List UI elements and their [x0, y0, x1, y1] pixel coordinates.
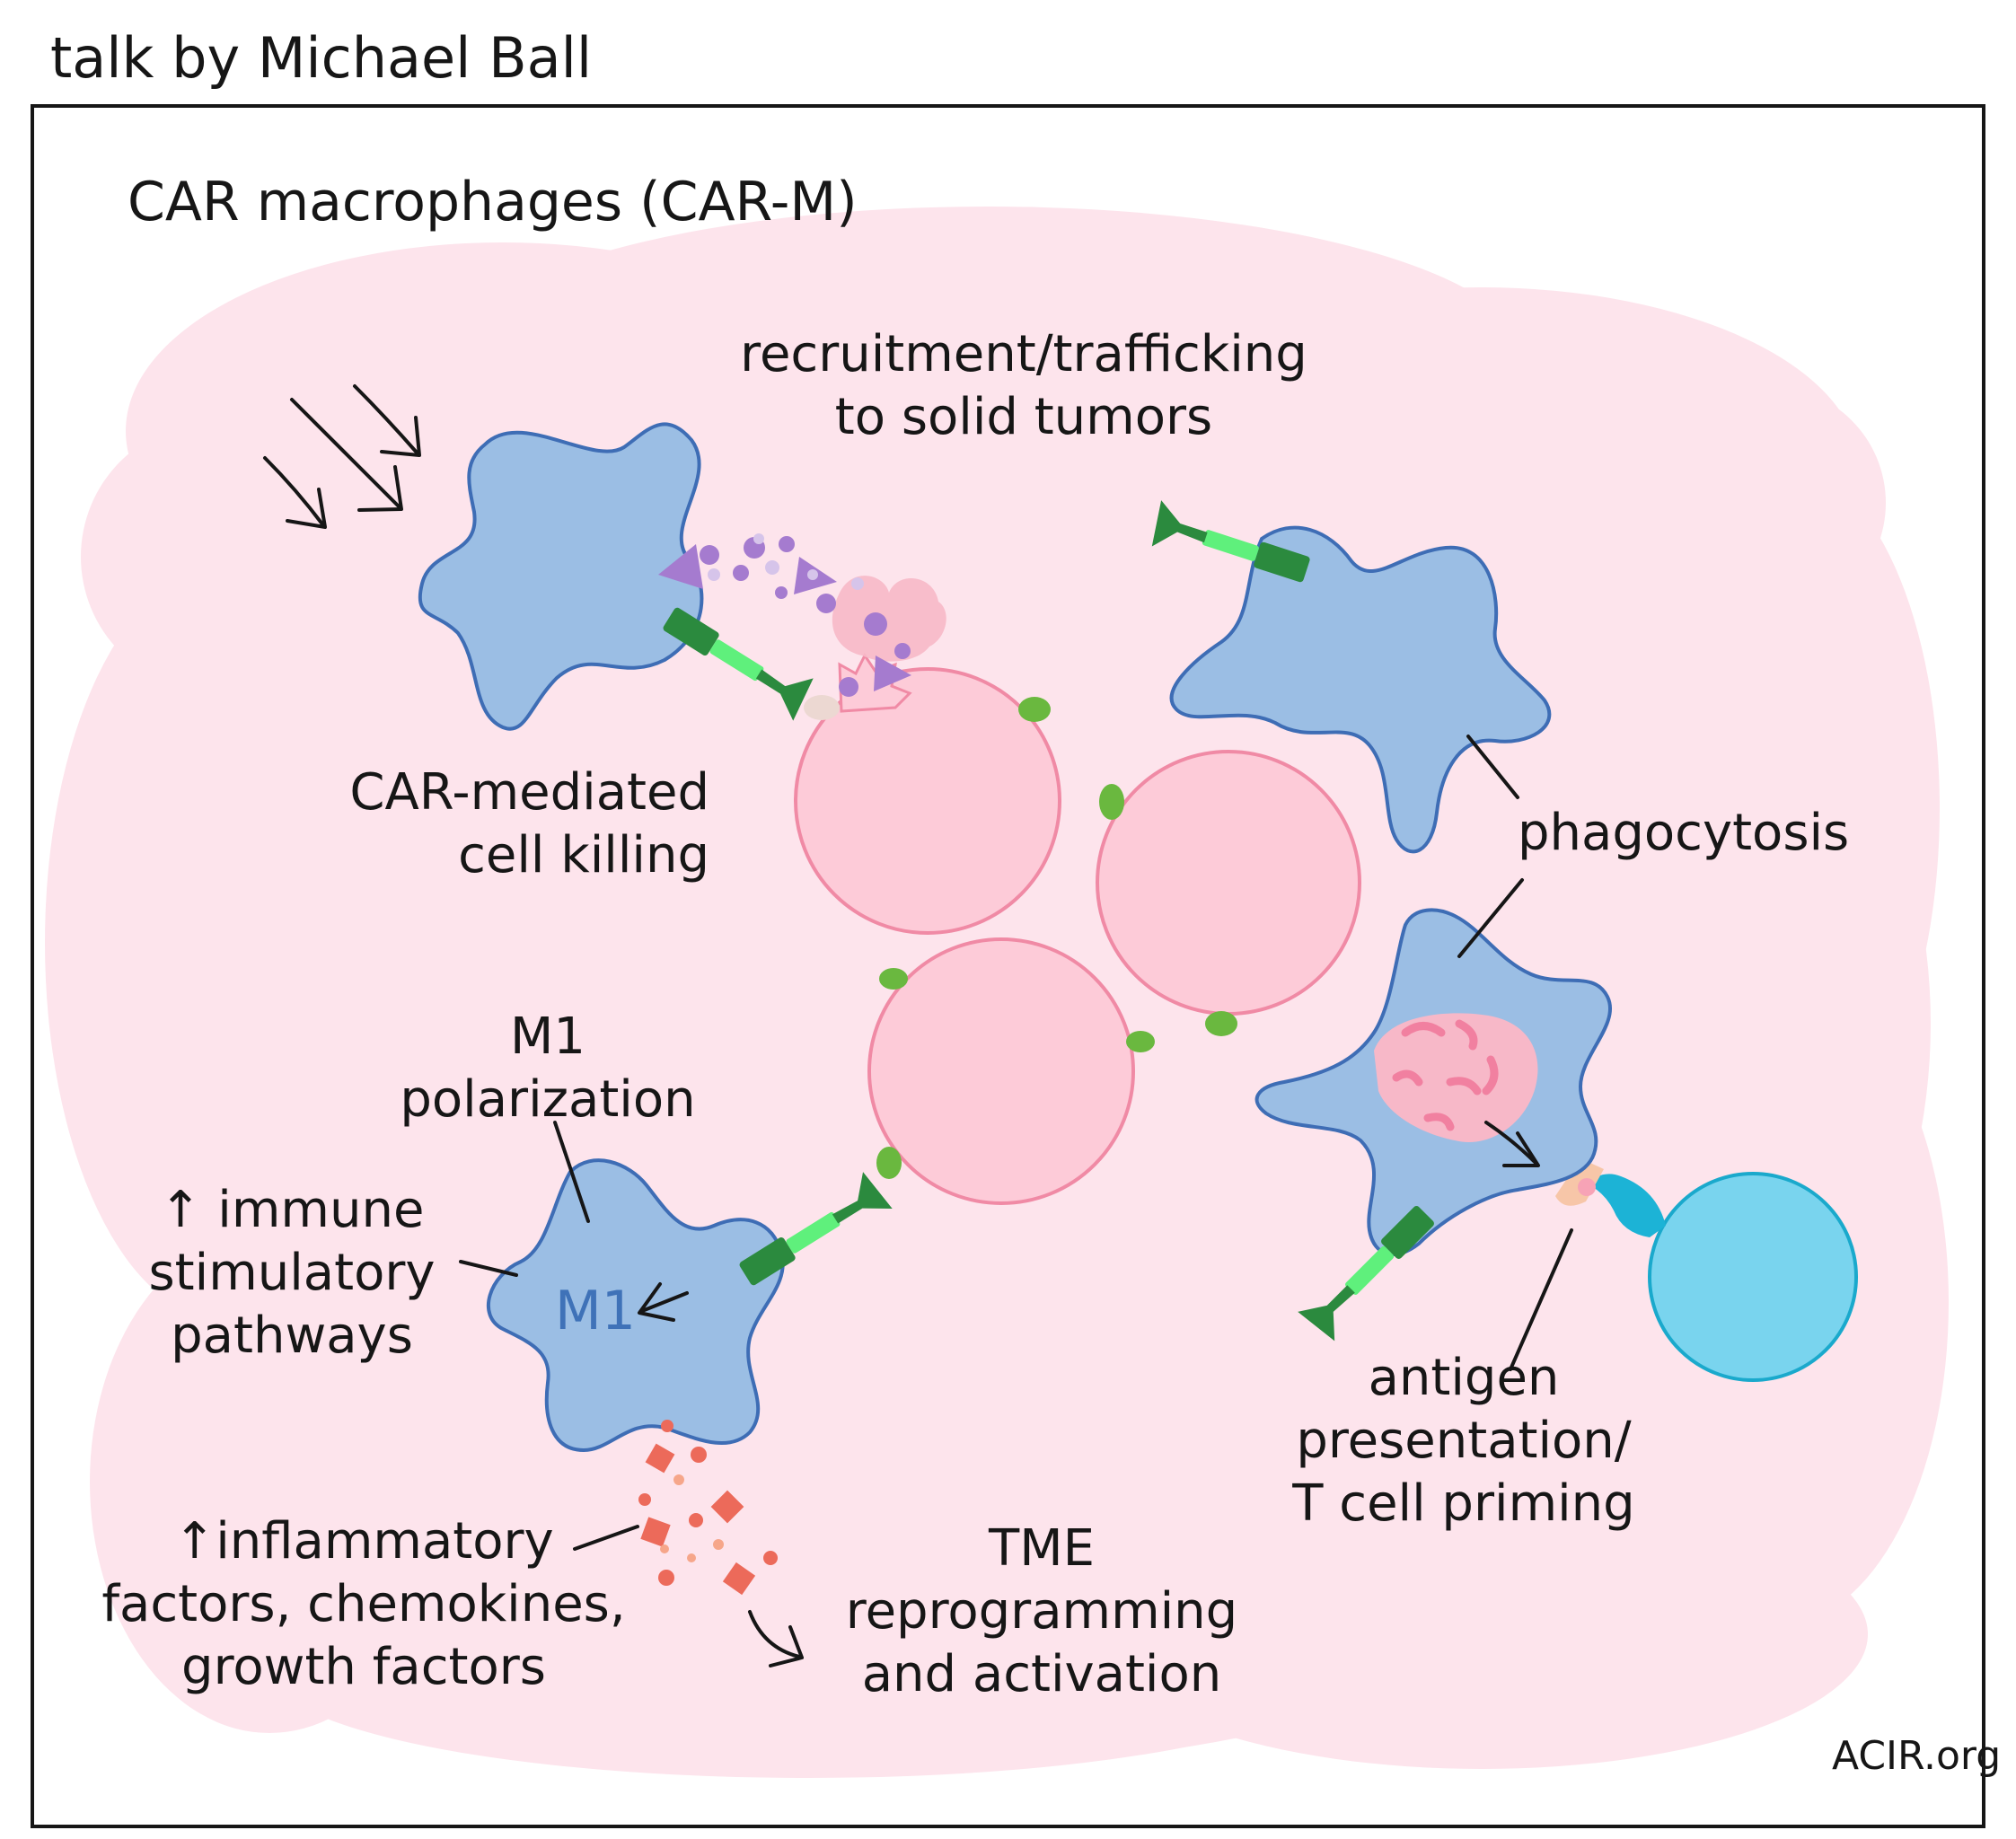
arrowhead-icon	[1502, 1131, 1540, 1167]
tumor-cell	[794, 667, 1061, 935]
tumor-cell	[1096, 750, 1361, 1036]
cytokine-icon	[708, 533, 864, 590]
label-line: and activation	[861, 1645, 1222, 1703]
label-line: polarization	[400, 1070, 696, 1129]
tme-arrow	[748, 1610, 801, 1659]
macrophage-m1	[486, 1158, 785, 1453]
label-tme: TME reprogramming and activation	[772, 1518, 1311, 1706]
antigen-peptide-icon	[1578, 1178, 1596, 1196]
label-car-killing: CAR-mediated cell killing	[242, 761, 709, 887]
migration-arrow-icon	[263, 456, 325, 527]
label-phagocytosis: phagocytosis	[1518, 804, 1850, 862]
inflammatory-factor-icon	[660, 1474, 724, 1562]
antigen-icon	[1126, 1031, 1155, 1052]
antigen-icon	[1018, 697, 1051, 722]
label-immune-pathways: ↑ immune stimulatory pathways	[126, 1179, 458, 1368]
tumor-cells	[794, 667, 1361, 1205]
arrowhead-icon	[638, 1282, 675, 1322]
label-line: TME	[989, 1519, 1095, 1578]
leader-line	[553, 1121, 590, 1223]
antigen-icon	[876, 1147, 902, 1179]
label-line: CAR-mediated	[349, 763, 709, 822]
label-line: presentation/	[1296, 1412, 1632, 1470]
arrowhead-icon	[380, 416, 421, 457]
label-line: M1	[510, 1007, 585, 1066]
label-line: stimulatory	[148, 1244, 436, 1302]
label-line: cell killing	[458, 826, 709, 884]
antigen-icon	[1099, 784, 1124, 820]
leader-line	[1457, 878, 1524, 958]
arrowhead-icon	[286, 488, 327, 529]
label-line: factors, chemokines,	[101, 1575, 626, 1633]
label-recruitment: recruitment/trafficking to solid tumors	[629, 323, 1419, 449]
label-inflammatory: ↑inflammatory factors, chemokines, growt…	[54, 1510, 673, 1699]
arrowhead-icon	[769, 1625, 804, 1667]
antigen-icon	[879, 968, 908, 990]
label-antigen: antigen presentation/ T cell priming	[1257, 1347, 1670, 1535]
antigen-icon	[1205, 1011, 1237, 1036]
migration-arrow-icon	[290, 398, 401, 509]
label-line: T cell priming	[1292, 1474, 1635, 1533]
arrowhead-icon	[357, 465, 403, 512]
tcr-icon	[1587, 1174, 1666, 1237]
panel-title: CAR macrophages (CAR-M)	[128, 171, 858, 233]
label-line: recruitment/trafficking	[740, 325, 1307, 383]
t-cell	[1555, 1158, 1858, 1382]
label-line: ↑ immune	[159, 1181, 425, 1239]
m1-arrow	[640, 1291, 689, 1313]
annotation-lines	[263, 384, 1573, 1667]
inflammatory-factor-icon	[638, 1420, 778, 1596]
label-line: to solid tumors	[834, 388, 1213, 446]
tumor-debris-icon	[1392, 1019, 1499, 1131]
leader-line	[459, 1260, 518, 1277]
label-line: growth factors	[181, 1638, 546, 1696]
label-m1-polarization: M1 polarization	[341, 1006, 754, 1131]
header-credit: talk by Michael Ball	[50, 25, 593, 91]
car-receptor-icon	[739, 1172, 893, 1286]
leader-line	[573, 1525, 639, 1551]
leader-line	[1466, 735, 1519, 799]
car-receptor-icon	[1151, 500, 1310, 583]
car-receptor-icon	[1298, 1206, 1434, 1342]
migration-arrow-icon	[353, 384, 419, 455]
leader-line	[1509, 1228, 1573, 1371]
tumor-cell	[867, 937, 1155, 1205]
macrophage-top-left	[418, 422, 704, 731]
label-line: antigen	[1368, 1349, 1560, 1407]
label-line: reprogramming	[845, 1582, 1238, 1641]
m1-cell-label: M1	[555, 1280, 636, 1342]
macrophage-right	[1254, 908, 1612, 1256]
antigen-arrow	[1484, 1121, 1537, 1165]
label-line: ↑inflammatory	[173, 1512, 554, 1571]
footer-site: ACIR.org	[1832, 1733, 2002, 1779]
car-receptor-icon	[663, 607, 814, 721]
macrophage-top-right	[1169, 525, 1552, 854]
label-line: pathways	[171, 1307, 413, 1365]
